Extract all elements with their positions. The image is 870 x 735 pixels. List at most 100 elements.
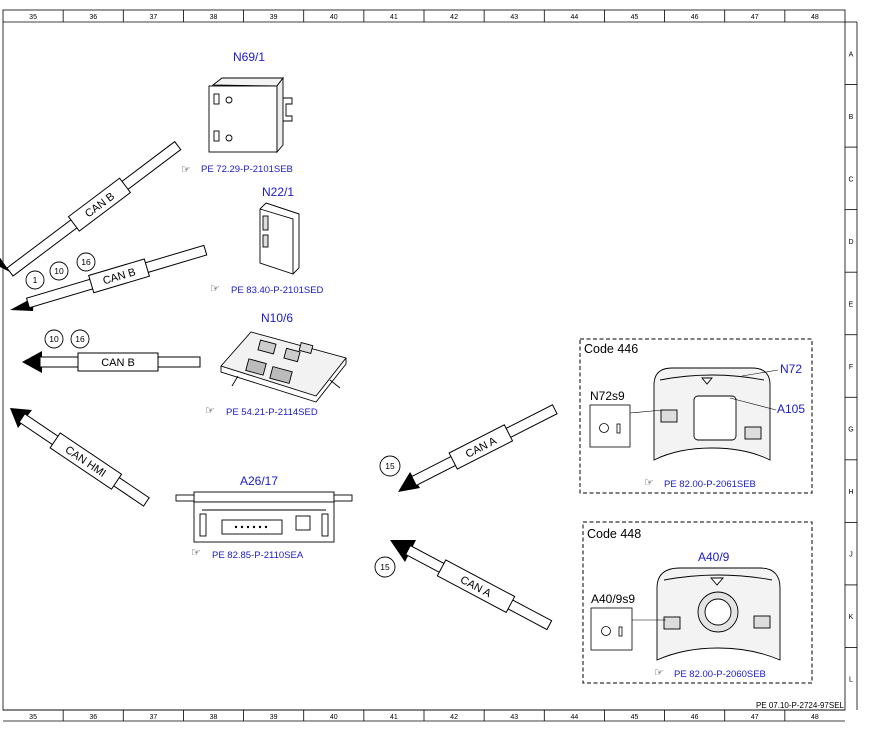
a40-9s9-label: A40/9s9 — [591, 592, 635, 606]
svg-text:16: 16 — [81, 257, 91, 267]
n22-1-ref[interactable]: ☞ PE 83.40-P-2101SED — [210, 283, 324, 296]
ruler-column-label: 48 — [811, 714, 819, 721]
svg-text:PE 83.40-P-2101SED: PE 83.40-P-2101SED — [231, 285, 324, 296]
ruler-row-label: K — [849, 614, 854, 621]
can-b-bus-2: CAN B 1 10 16 — [10, 244, 208, 311]
n69-1-drawing — [208, 76, 293, 154]
arrow-head-6 — [390, 540, 416, 562]
n69-1-module: N69/1 ☞ PE 72.29-P-2101SEB — [181, 50, 293, 176]
box446-ref[interactable]: ☞ PE 82.00-P-2061SEB — [644, 477, 756, 490]
ruler-column-label: 40 — [330, 14, 338, 21]
ruler-column-label: 38 — [210, 714, 218, 721]
n10-6-label: N10/6 — [261, 311, 293, 325]
hand-pointer-icon: ☞ — [644, 477, 654, 489]
ruler-column-label: 35 — [29, 714, 37, 721]
ruler-row-label: D — [848, 239, 853, 246]
code-446-box: Code 446 N72s9 N72 A105 ☞ PE 82.00-P-206… — [579, 338, 813, 494]
svg-text:1: 1 — [33, 275, 38, 285]
ruler-column-label: 37 — [149, 14, 157, 21]
a105-label: A105 — [777, 402, 805, 416]
arrow-head-3 — [22, 351, 42, 373]
ruler-column-label: 42 — [450, 14, 458, 21]
ruler-column-label: 45 — [631, 14, 639, 21]
connector-16b — [70, 329, 90, 349]
svg-text:PE 82.00-P-2060SEB: PE 82.00-P-2060SEB — [674, 669, 766, 680]
ruler-column-label: 36 — [89, 14, 97, 21]
svg-text:PE 72.29-P-2101SEB: PE 72.29-P-2101SEB — [201, 164, 293, 175]
ruler-column-label: 42 — [450, 714, 458, 721]
n22-1-label: N22/1 — [262, 185, 294, 199]
ruler-column-label: 36 — [89, 714, 97, 721]
ruler-column-label: 43 — [510, 714, 518, 721]
ruler-row-label: G — [848, 427, 853, 434]
can-b-bus-3: CAN B 10 16 — [22, 329, 201, 373]
a26-17-drawing — [175, 491, 353, 543]
ruler-row-label: B — [849, 114, 854, 121]
svg-text:15: 15 — [385, 461, 395, 471]
ruler-column-label: 41 — [390, 714, 398, 721]
arrow-head-5 — [398, 472, 420, 492]
a40-9s9-switch — [590, 607, 633, 651]
n69-1-label: N69/1 — [233, 50, 265, 64]
svg-text:10: 10 — [54, 266, 64, 276]
code-446-label: Code 446 — [584, 342, 638, 356]
n72-label: N72 — [780, 362, 802, 376]
connector-1 — [25, 270, 45, 290]
ruler-column-label: 38 — [210, 14, 218, 21]
ruler-column-label: 37 — [149, 714, 157, 721]
svg-text:PE 82.00-P-2061SEB: PE 82.00-P-2061SEB — [664, 479, 756, 490]
ruler-column-label: 39 — [270, 714, 278, 721]
a40-9-overhead-unit — [656, 567, 781, 661]
arrow-head-4 — [10, 408, 32, 428]
a26-17-ref[interactable]: ☞ PE 82.85-P-2110SEA — [191, 547, 304, 561]
n10-6-module: N10/6 ☞ PE 54.21-P-2114SED — [205, 311, 347, 418]
ruler-column-label: 46 — [691, 14, 699, 21]
connector-10a — [49, 261, 69, 281]
box448-ref[interactable]: ☞ PE 82.00-P-2060SEB — [654, 667, 766, 680]
hand-pointer-icon: ☞ — [181, 164, 191, 176]
n72s9-label: N72s9 — [590, 389, 625, 403]
ruler-row-label: E — [849, 301, 854, 308]
ruler-row-label: C — [848, 176, 853, 183]
svg-text:PE 54.21-P-2114SED: PE 54.21-P-2114SED — [226, 407, 318, 418]
ruler-column-label: 41 — [390, 14, 398, 21]
n69-1-ref[interactable]: ☞ PE 72.29-P-2101SEB — [181, 164, 293, 176]
document-id: PE 07.10-P-2724-97SEL — [756, 701, 845, 710]
code-448-box: Code 448 A40/9 A40/9s9 ☞ PE 82.00-P-2060… — [582, 521, 813, 684]
svg-text:15: 15 — [380, 562, 390, 572]
ruler-bottom: 35 36 37 38 39 40 41 42 43 44 45 46 47 48 — [29, 710, 819, 721]
can-b-label-3: CAN B — [101, 357, 135, 369]
can-a-bus-2: CAN A 15 — [374, 540, 553, 631]
hand-pointer-icon: ☞ — [210, 283, 220, 295]
n10-6-ref[interactable]: ☞ PE 54.21-P-2114SED — [205, 405, 318, 418]
ruler-column-label: 43 — [510, 14, 518, 21]
ruler-column-label: 46 — [691, 714, 699, 721]
n72-overhead-unit — [653, 367, 771, 461]
ruler-column-label: 44 — [570, 714, 578, 721]
ruler-column-label: 45 — [631, 714, 639, 721]
ruler-column-label: 40 — [330, 714, 338, 721]
ruler-column-label: 47 — [751, 714, 759, 721]
hand-pointer-icon: ☞ — [205, 405, 215, 417]
svg-text:10: 10 — [49, 334, 59, 344]
ruler-column-label: 47 — [751, 14, 759, 21]
code-448-label: Code 448 — [587, 527, 641, 541]
a26-17-unit: A26/17 ☞ PE 82.85-P-2110SEA — [175, 474, 353, 561]
ruler-row-label: A — [849, 51, 854, 58]
a26-17-label: A26/17 — [240, 474, 278, 488]
ruler-column-label: 44 — [570, 14, 578, 21]
can-hmi-bus: CAN HMI — [10, 408, 150, 507]
hand-pointer-icon: ☞ — [654, 667, 664, 679]
ruler-row-label: H — [848, 489, 853, 496]
ruler-row-label: J — [849, 552, 853, 559]
ruler-column-label: 39 — [270, 14, 278, 21]
svg-text:PE 82.85-P-2110SEA: PE 82.85-P-2110SEA — [212, 550, 304, 561]
n22-1-drawing — [259, 202, 300, 275]
connector-15a — [379, 455, 401, 477]
ruler-row-label: F — [849, 364, 853, 371]
can-a-bus-1: CAN A 15 — [379, 404, 558, 492]
hand-pointer-icon: ☞ — [191, 547, 201, 559]
n72s9-switch — [589, 404, 631, 448]
